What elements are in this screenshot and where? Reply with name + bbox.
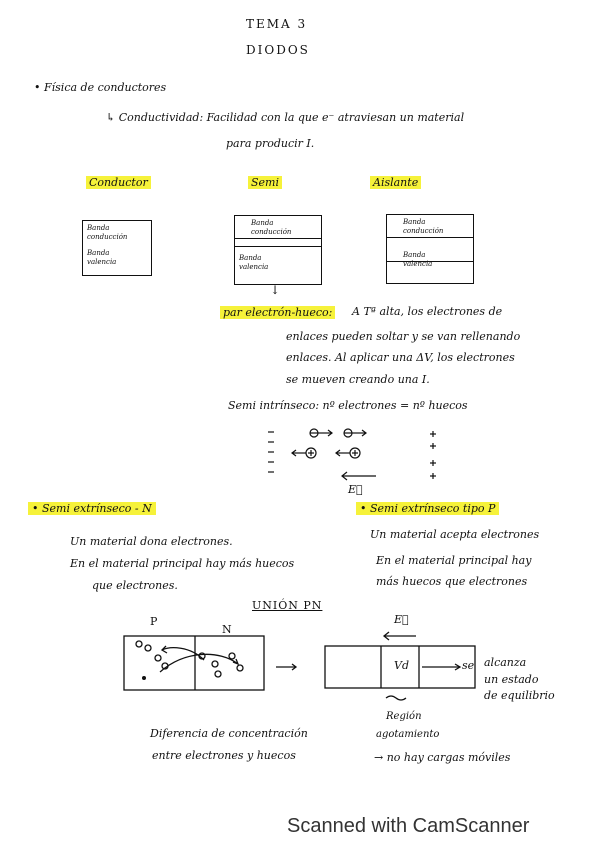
section-heading: • Física de conductores [34, 81, 167, 94]
semi-band-line-bottom [235, 246, 321, 247]
junction-n-label: N [222, 623, 232, 636]
aislante-title: Aislante [370, 176, 422, 189]
conductor-title: Conductor [86, 176, 151, 189]
page-subtitle: DIODOS [246, 43, 310, 57]
pair-line-4: se mueven creando una I. [286, 373, 430, 386]
pair-line-3: enlaces. Al aplicar una ΔV, los electron… [286, 351, 515, 364]
pair-line-1: A Tª alta, los electrones de [352, 305, 503, 318]
region-line-3-text: no hay cargas móviles [386, 751, 511, 764]
aislante-band-line-top [387, 237, 473, 238]
junction-p-label: P [150, 615, 158, 628]
junction-se-label: se [462, 659, 475, 672]
junction-eq-line-1: alcanza [484, 656, 527, 669]
down-arrow-icon: ↓ [270, 283, 281, 297]
junction-vd-label: Vd [394, 659, 409, 672]
semi-valence-band: Banda valencia [239, 254, 269, 271]
definition-line-1: ↳ Conductividad: Facilidad con la que e⁻… [106, 111, 465, 124]
n-type-title: • Semi extrínseco - N [28, 502, 156, 515]
n-type-title-text: Semi extrínseco - N [42, 502, 152, 515]
difference-line-2: entre electrones y huecos [152, 749, 296, 762]
definition-lead: Conductividad: [118, 111, 204, 124]
semi-band-diagram: Banda conducción Banda valencia [234, 215, 322, 285]
intrinsic-field-label: E⃗ [348, 483, 363, 496]
pair-label: par electrón-hueco: [220, 306, 336, 319]
aislante-band-line-bottom [387, 261, 473, 262]
junction-field-label: E⃗ [394, 613, 409, 626]
region-line-1: Región [386, 711, 422, 722]
section-heading-text: Física de conductores [44, 81, 167, 94]
semi-conduction-band: Banda conducción [251, 219, 292, 236]
semi-title: Semi [248, 176, 282, 189]
junction-eq-line-2: un estado [484, 673, 539, 686]
n-type-line-1: Un material dona electrones. [70, 535, 233, 548]
region-line-3: → no hay cargas móviles [374, 751, 511, 764]
aislante-valence-band: Banda valencia [403, 251, 433, 268]
conductor-band-diagram: Banda conducción Banda valencia [82, 220, 152, 276]
p-type-line-1: Un material acepta electrones [370, 528, 540, 541]
n-type-line-2: En el material principal hay más huecos [70, 557, 295, 570]
n-type-line-3: que electrones. [92, 579, 178, 592]
p-type-line-2: En el material principal hay [376, 554, 532, 567]
definition-line-2: para producir I. [226, 137, 315, 150]
difference-line-1: Diferencia de concentración [150, 727, 308, 740]
aislante-conduction-band: Banda conducción [403, 218, 444, 235]
p-type-title-text: Semi extrínseco tipo P [370, 502, 496, 515]
conductor-conduction-band: Banda conducción [87, 224, 128, 241]
junction-title: UNIÓN PN [252, 599, 323, 612]
semi-band-line-top [235, 238, 321, 239]
definition-text: Facilidad con la que e⁻ atraviesan un ma… [206, 111, 465, 124]
conductor-valence-band: Banda valencia [87, 249, 117, 266]
region-line-2: agotamiento [376, 729, 440, 740]
p-type-title: • Semi extrínseco tipo P [356, 502, 500, 515]
junction-eq-line-3: de equilibrio [484, 689, 555, 702]
page-title: TEMA 3 [246, 17, 308, 31]
intrinsic-text: Semi intrínseco: nº electrones = nº huec… [228, 399, 468, 412]
p-type-line-3: más huecos que electrones [376, 575, 528, 588]
pair-line-2: enlaces pueden soltar y se van rellenand… [286, 330, 521, 343]
aislante-band-diagram: Banda conducción Banda valencia [386, 214, 474, 284]
camscanner-watermark: Scanned with CamScanner [287, 815, 530, 837]
